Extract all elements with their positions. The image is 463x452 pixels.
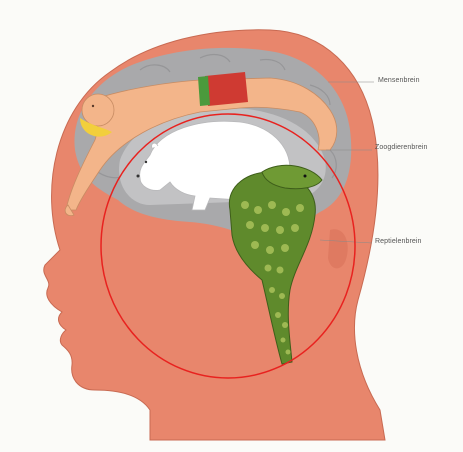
label-reptile-brain: Reptielenbrein bbox=[375, 238, 422, 245]
label-mammal-brain: Zoogdierenbrein bbox=[375, 144, 427, 151]
label-human-brain: Mensenbrein bbox=[378, 77, 420, 84]
